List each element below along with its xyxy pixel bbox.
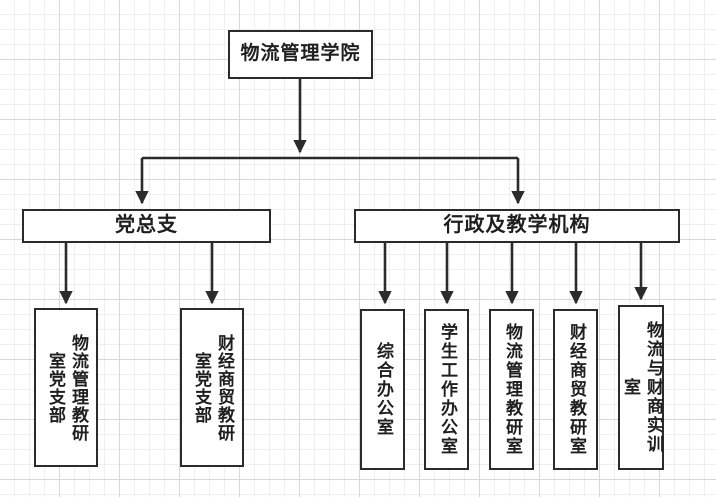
node-logistics-teaching-room[interactable]: 物流管理教研室 — [489, 309, 534, 470]
node-logistics-teaching-party-label: 物流管理教研室党支部 — [46, 333, 88, 442]
node-logistics-teaching-party[interactable]: 物流管理教研室党支部 — [34, 308, 98, 467]
node-logistics-finance-training-room-label: 物流与财商实训室 — [621, 321, 663, 454]
node-finance-trade-teaching-party-label: 财经商贸教研室党支部 — [192, 333, 234, 442]
node-admin-teaching[interactable]: 行政及教学机构 — [354, 209, 680, 243]
node-finance-trade-teaching-room[interactable]: 财经商贸教研室 — [553, 309, 598, 470]
node-logistics-teaching-room-label: 物流管理教研室 — [502, 323, 522, 456]
node-party-branch[interactable]: 党总支 — [22, 209, 271, 243]
node-root-label: 物流管理学院 — [240, 43, 361, 65]
node-student-affairs-office-label: 学生工作办公室 — [437, 323, 457, 456]
node-admin-teaching-label: 行政及教学机构 — [443, 214, 591, 237]
node-general-office-label: 综合办公室 — [373, 342, 393, 437]
node-party-branch-label: 党总支 — [115, 214, 178, 237]
node-logistics-finance-training-room[interactable]: 物流与财商实训室 — [618, 305, 664, 470]
node-finance-trade-teaching-room-label: 财经商贸教研室 — [566, 323, 586, 456]
node-finance-trade-teaching-party[interactable]: 财经商贸教研室党支部 — [180, 308, 244, 467]
node-root[interactable]: 物流管理学院 — [228, 30, 373, 79]
node-general-office[interactable]: 综合办公室 — [360, 309, 405, 470]
node-student-affairs-office[interactable]: 学生工作办公室 — [424, 309, 469, 470]
